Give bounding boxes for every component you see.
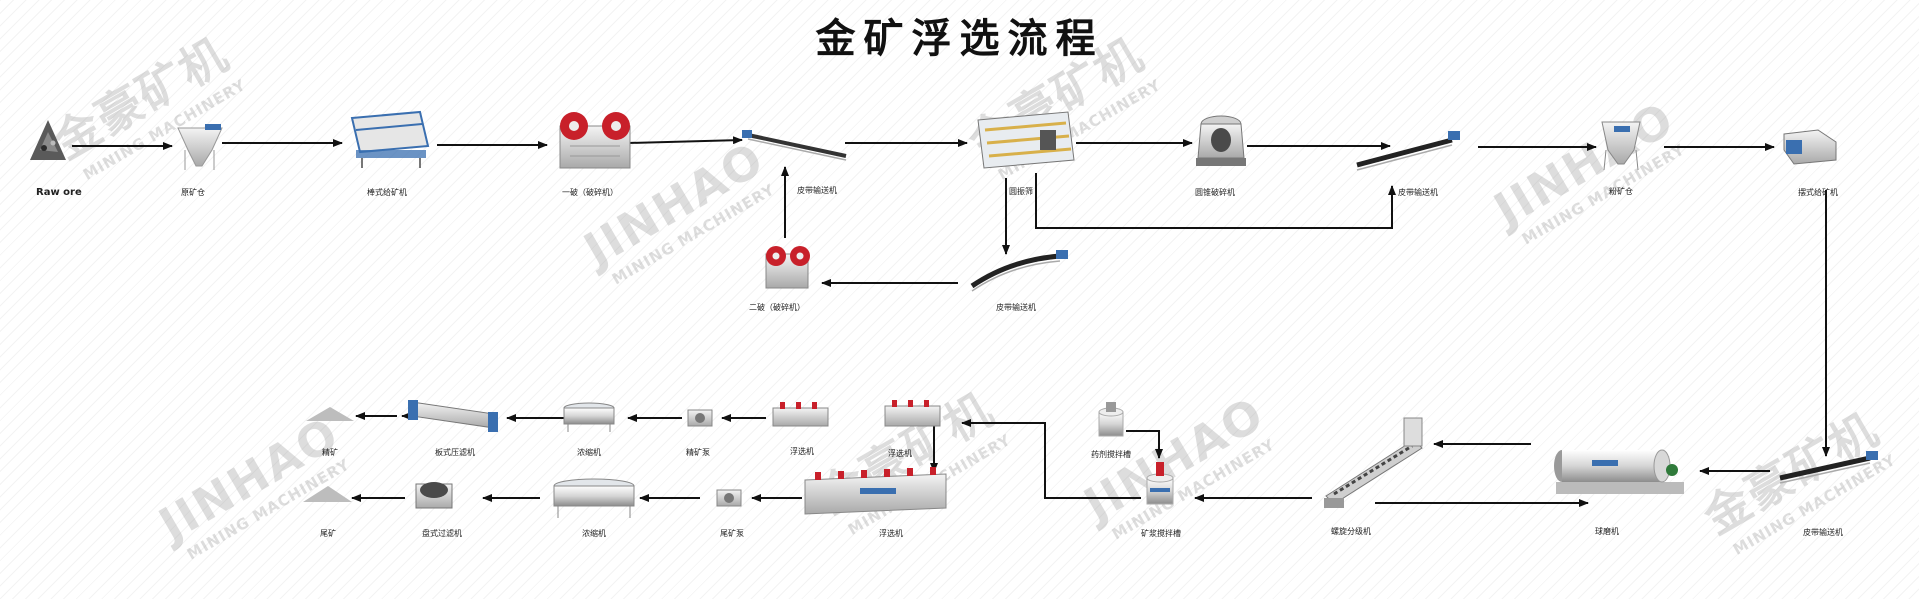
concentrate-label: 精矿 bbox=[322, 448, 338, 457]
thickener-label: 浓缩机 bbox=[577, 448, 601, 457]
flotation-machine-icon bbox=[804, 467, 947, 515]
flotation-machine-icon bbox=[884, 400, 941, 427]
belt-conveyor-icon bbox=[742, 130, 847, 161]
vibrating-screen-icon bbox=[977, 111, 1075, 169]
jaw-crusher-icon bbox=[559, 112, 631, 169]
disc-filter-label: 盘式过滤机 bbox=[422, 529, 462, 538]
pendulum-feeder-label: 摆式给矿机 bbox=[1798, 188, 1838, 197]
primary-crusher-label: 一破（破碎机） bbox=[562, 188, 618, 197]
raw-bin-label: 原矿仓 bbox=[181, 188, 205, 197]
flotation-machine-label: 浮选机 bbox=[879, 529, 903, 538]
diagram-title: 金矿浮选流程 bbox=[815, 16, 1104, 62]
secondary-crusher-icon bbox=[765, 246, 810, 289]
raw-ore-bin-icon bbox=[177, 124, 223, 170]
concentrate-pile-icon bbox=[306, 407, 354, 421]
vibrating-screen-label: 圆振筛 bbox=[1009, 187, 1033, 196]
raw-ore-pile-icon bbox=[30, 120, 66, 160]
flotation-machine-label: 浮选机 bbox=[790, 447, 814, 456]
cone-crusher-icon bbox=[1196, 115, 1246, 166]
fine-bin-label: 粉矿仓 bbox=[1609, 187, 1633, 196]
flow-arrow bbox=[1126, 430, 1163, 459]
tailings-label: 尾矿 bbox=[320, 529, 336, 538]
spiral-classifier-label: 螺旋分级机 bbox=[1331, 527, 1371, 536]
plate-filter-press-icon bbox=[408, 400, 498, 432]
belt-conveyor-label: 皮带输送机 bbox=[996, 303, 1036, 312]
agitation-tank-icon bbox=[1146, 462, 1174, 505]
thickener-label: 浓缩机 bbox=[582, 529, 606, 538]
reagent-tank-icon bbox=[1098, 402, 1124, 437]
tailings-pile-icon bbox=[303, 486, 352, 502]
belt-conveyor-icon bbox=[1779, 451, 1878, 484]
thickener-icon bbox=[553, 478, 635, 518]
belt-conveyor-label: 皮带输送机 bbox=[1398, 188, 1438, 197]
belt-conveyor-label: 皮带输送机 bbox=[797, 186, 837, 195]
fine-ore-bin-icon bbox=[1601, 121, 1641, 171]
concentrate-pump-label: 精矿泵 bbox=[686, 448, 710, 457]
secondary-crusher-label: 二破（破碎机） bbox=[749, 303, 805, 312]
tailings-pump-icon bbox=[716, 489, 742, 507]
pendulum-feeder-icon bbox=[1783, 129, 1837, 165]
grizzly-feeder-icon bbox=[350, 110, 430, 168]
flow-arrow bbox=[961, 419, 1141, 499]
tailings-pump-label: 尾矿泵 bbox=[720, 529, 744, 538]
raw-ore-label: Raw ore bbox=[36, 187, 82, 198]
belt-conveyor-icon bbox=[1356, 131, 1460, 171]
cone-crusher-label: 圆锥破碎机 bbox=[1195, 188, 1235, 197]
belt-conveyor-icon bbox=[970, 250, 1068, 292]
thickener-icon bbox=[563, 402, 615, 432]
ball-mill-icon bbox=[1554, 449, 1684, 494]
agitation-tank-label: 矿浆搅拌槽 bbox=[1141, 529, 1181, 538]
flotation-machine-icon bbox=[772, 402, 829, 427]
flotation-machine-label: 浮选机 bbox=[888, 449, 912, 458]
grizzly-feeder-label: 棒式给矿机 bbox=[367, 188, 407, 197]
flow-arrows bbox=[72, 136, 1830, 507]
disc-filter-icon bbox=[415, 482, 453, 509]
flow-arrow bbox=[627, 136, 743, 145]
plate-filter-press-label: 板式压滤机 bbox=[435, 448, 475, 457]
concentrate-pump-icon bbox=[687, 409, 713, 427]
spiral-classifier-icon bbox=[1324, 417, 1423, 508]
ball-mill-label: 球磨机 bbox=[1595, 527, 1619, 536]
reagent-tank-label: 药剂搅拌槽 bbox=[1091, 450, 1131, 459]
flow-arrow bbox=[1035, 173, 1396, 229]
belt-conveyor-label: 皮带输送机 bbox=[1803, 528, 1843, 537]
